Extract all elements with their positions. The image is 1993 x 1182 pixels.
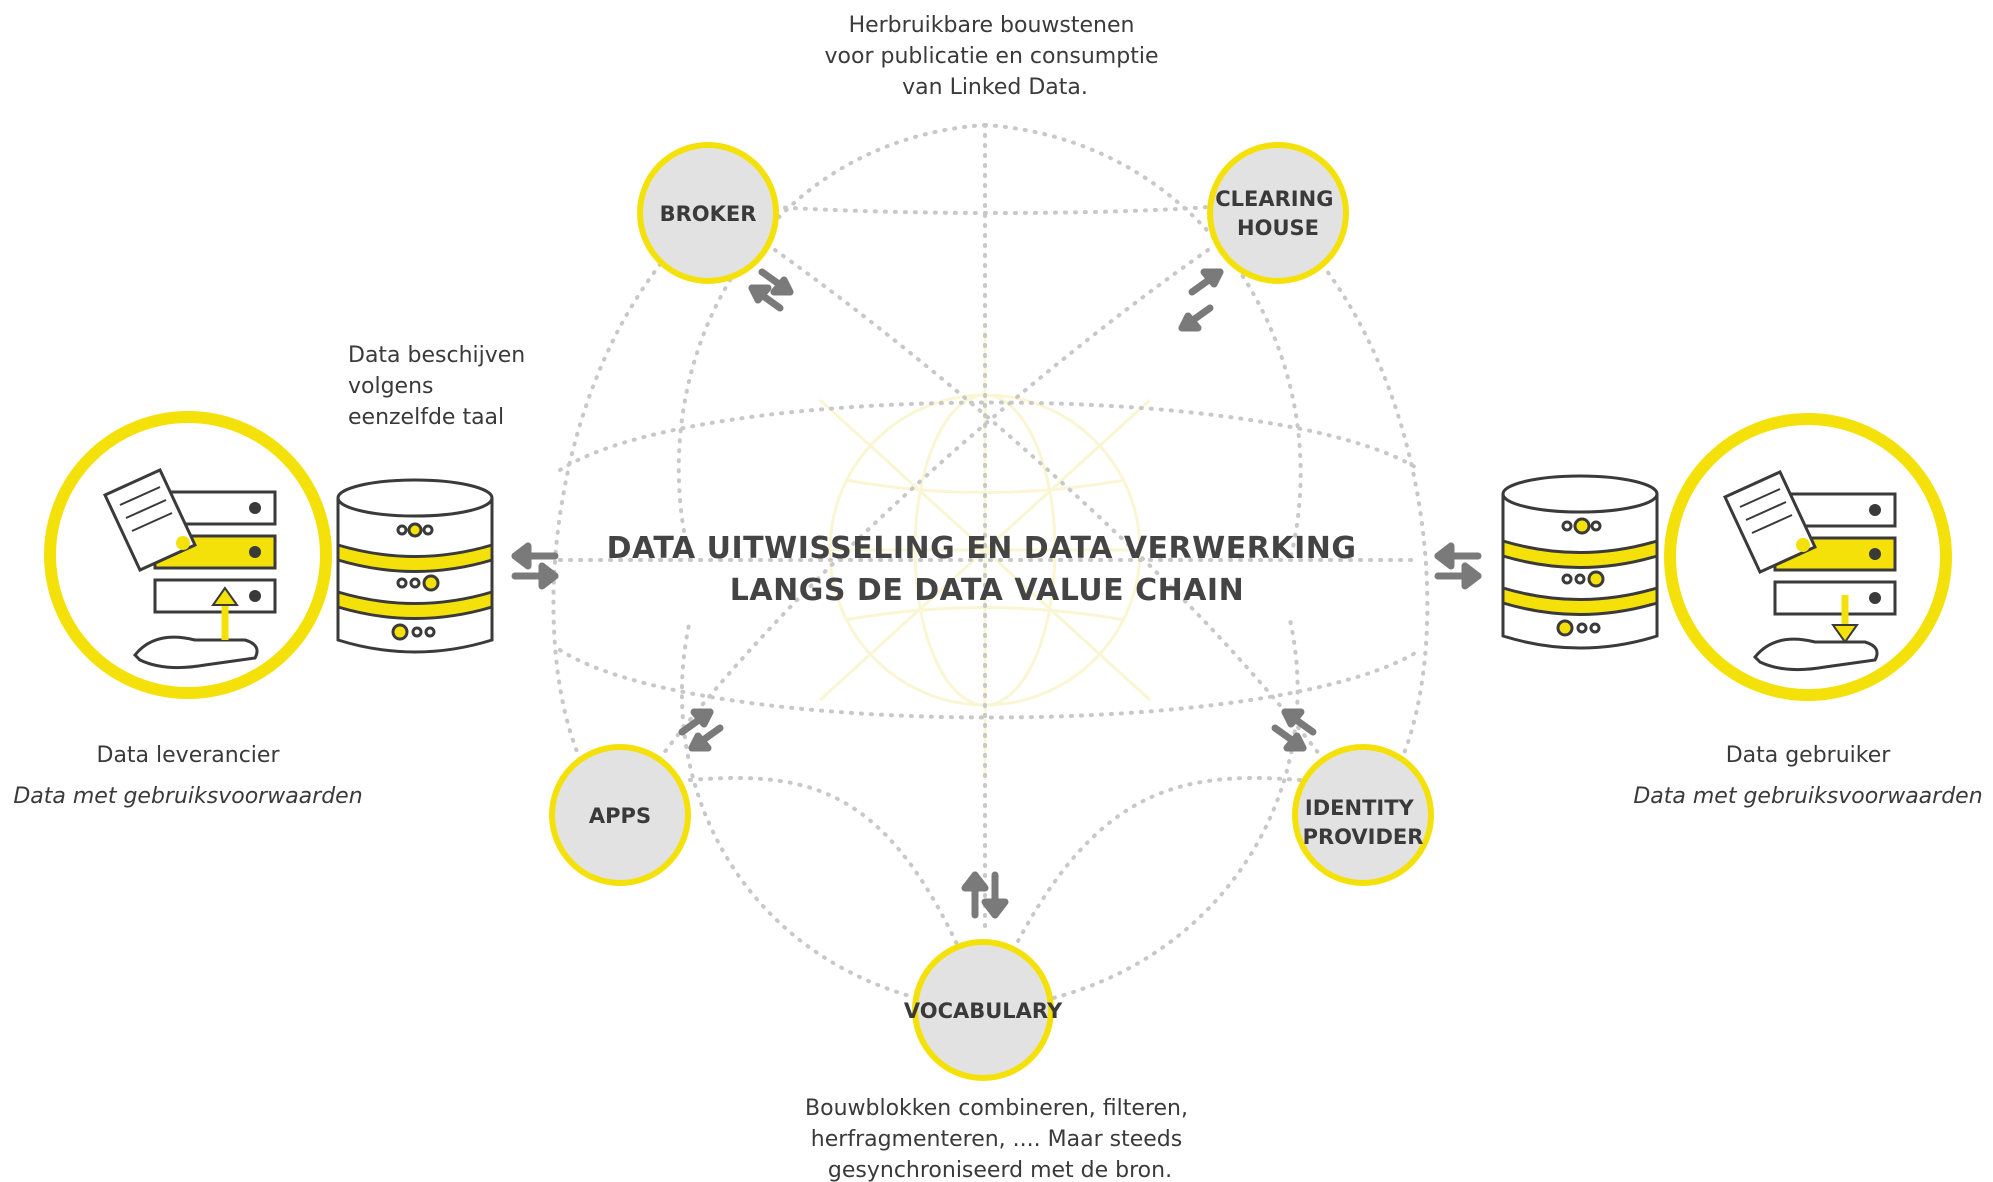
node-broker[interactable]: BROKER (637, 142, 779, 284)
node-identity-provider[interactable]: IDENTITY PROVIDER (1292, 744, 1434, 886)
top-note: Herbruikbare bouwstenen voor publicatie … (825, 13, 1166, 100)
exchange-arrow-icon (1434, 542, 1482, 590)
provider-title: Data leverancier (97, 743, 281, 768)
bottom-note: Bouwblokken combineren, filteren, herfra… (805, 1096, 1195, 1182)
consumer-subtitle: Data met gebruiksvoorwaarden (1633, 784, 1982, 809)
database-icon (1501, 474, 1659, 650)
provider-subtitle: Data met gebruiksvoorwaarden (13, 784, 362, 809)
left-note: Data beschijven volgens eenzelfde taal (348, 343, 532, 430)
svg-text:BROKER: BROKER (660, 202, 757, 226)
consumer-title: Data gebruiker (1726, 743, 1892, 768)
center-title: DATA UITWISSELING EN DATA VERWERKING LAN… (607, 531, 1368, 608)
exchange-arrows (511, 268, 1482, 919)
data-consumer-icon (1664, 413, 1952, 701)
svg-text:APPS: APPS (589, 804, 651, 828)
exchange-arrow-icon (1178, 268, 1224, 332)
database-icon (336, 478, 494, 654)
node-vocabulary[interactable]: VOCABULARY (904, 939, 1063, 1081)
svg-text:IDENTITY PROVIDER: IDENTITY PROVIDER (1303, 796, 1424, 849)
dotted-network (551, 123, 1430, 1012)
svg-text:CLEARING HOUSE: CLEARING HOUSE (1215, 187, 1341, 240)
exchange-arrow-icon (1271, 708, 1317, 752)
data-provider-icon (44, 411, 332, 699)
exchange-arrow-icon (678, 708, 724, 752)
node-apps[interactable]: APPS (549, 744, 691, 886)
exchange-arrow-icon (961, 871, 1009, 919)
exchange-arrow-icon (748, 268, 794, 312)
exchange-arrow-icon (511, 542, 559, 590)
svg-text:VOCABULARY: VOCABULARY (904, 999, 1063, 1023)
node-clearing-house[interactable]: CLEARING HOUSE (1207, 142, 1349, 284)
